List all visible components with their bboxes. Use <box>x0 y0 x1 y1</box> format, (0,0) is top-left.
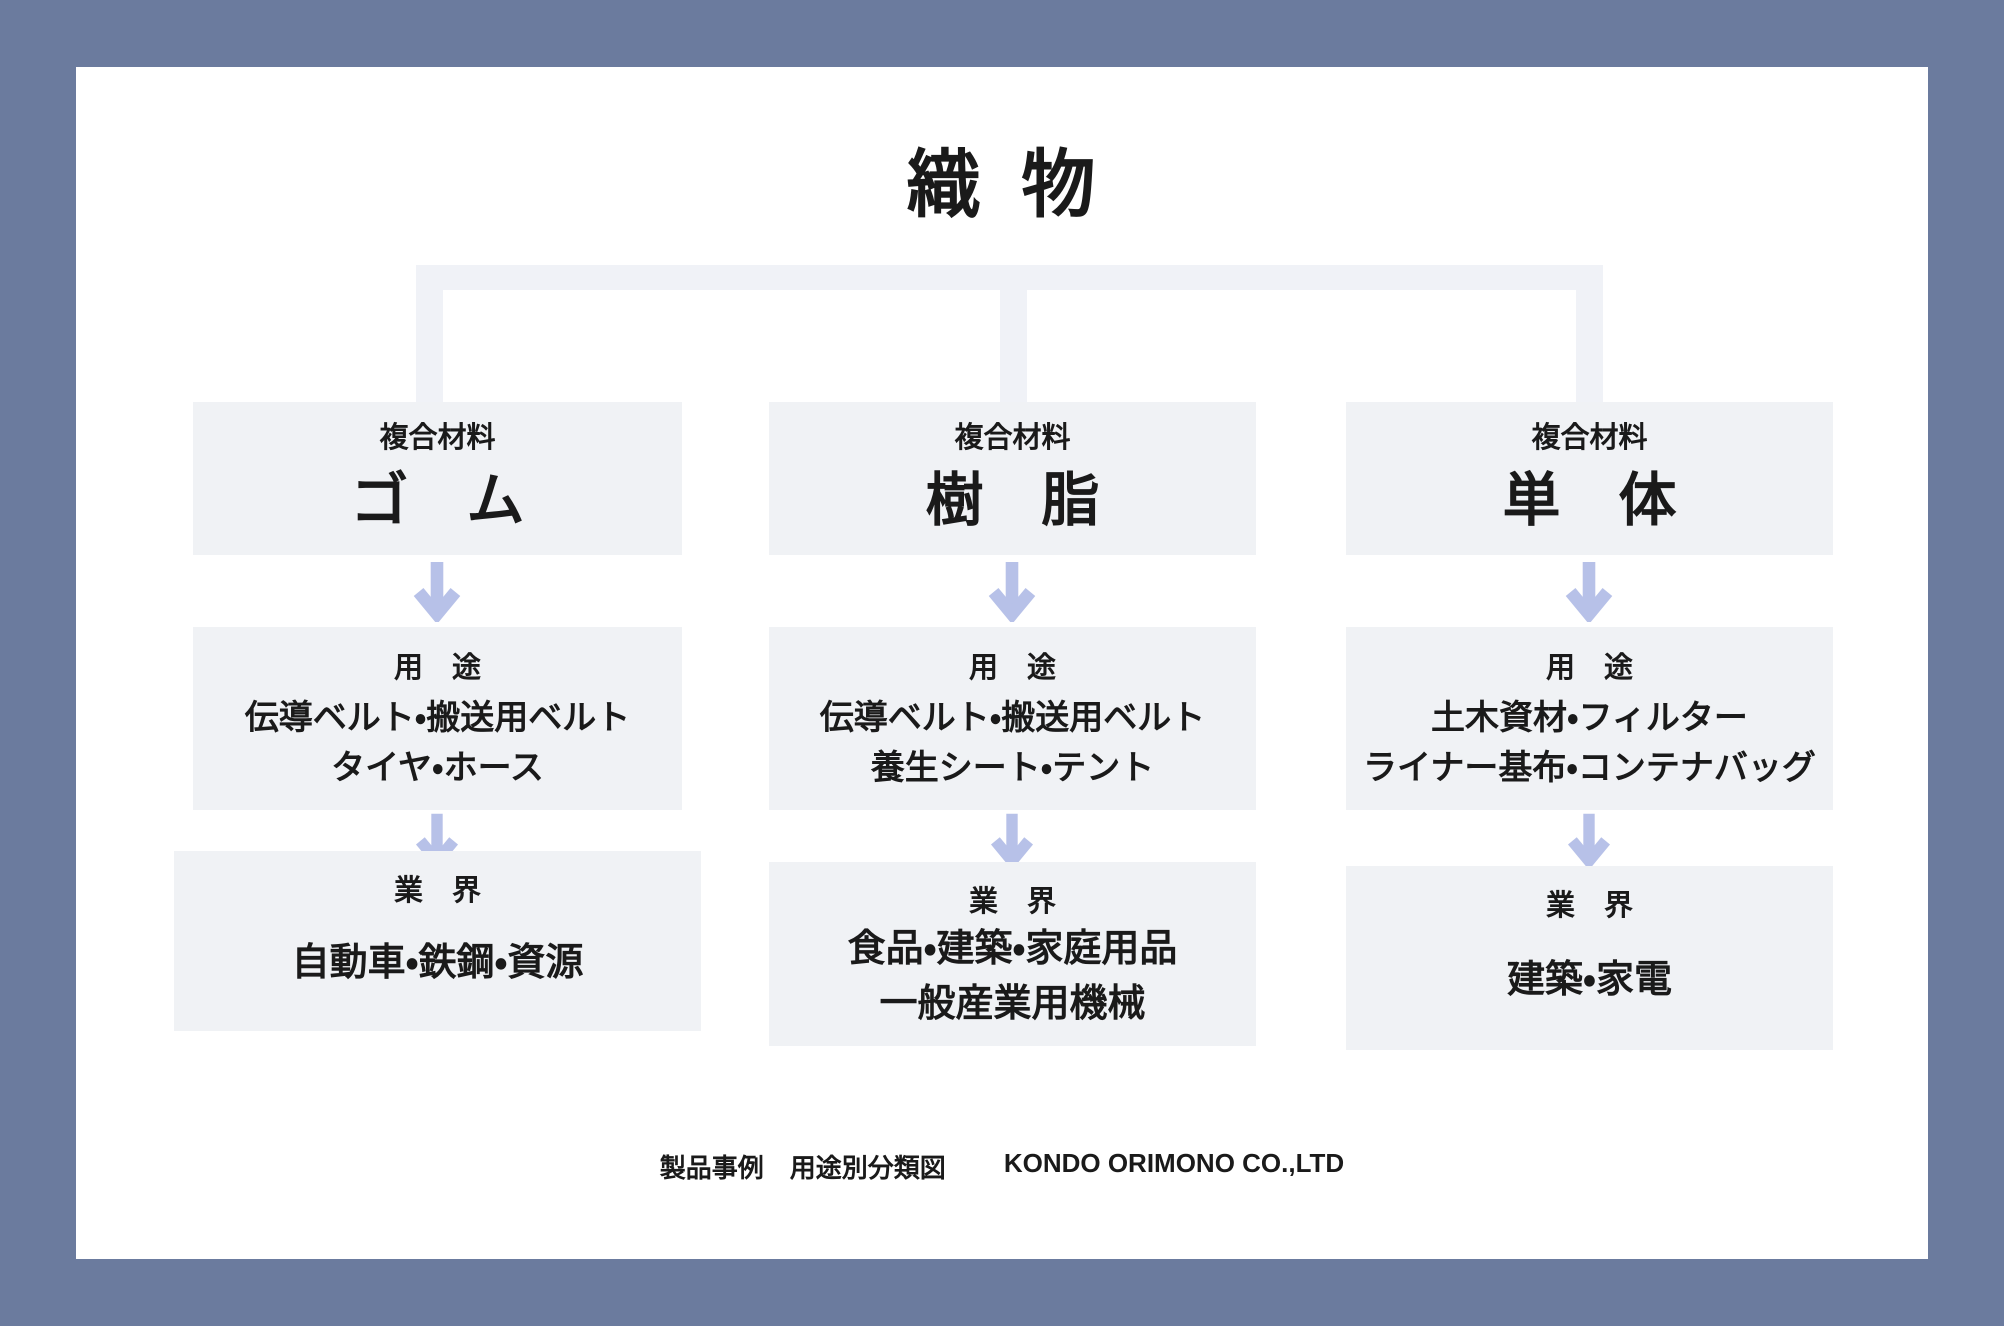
usage-line: 伝導ベルト・搬送用ベルト <box>244 698 631 737</box>
down-arrow-icon <box>1565 561 1613 622</box>
material-box-rubber: 複合材料 ゴ ム <box>193 402 682 555</box>
connector-vertical-line-middle <box>1000 265 1027 402</box>
usage-box-rubber: 用 途 伝導ベルト・搬送用ベルト タイヤ・ホース <box>193 627 682 810</box>
material-category-label: 複合材料 <box>954 422 1071 454</box>
industry-body: 食品・建築・家庭用品 一般産業用機械 <box>769 917 1256 1046</box>
usage-label: 用 途 <box>393 652 481 684</box>
industry-box-rubber: 業 界 自動車・鉄鋼・資源 <box>174 851 701 1031</box>
usage-line: ライナー基布・コンテナバッグ <box>1363 748 1816 787</box>
connector-vertical-line-left <box>416 265 443 402</box>
material-box-single: 複合材料 単 体 <box>1346 402 1833 555</box>
industry-body: 自動車・鉄鋼・資源 <box>174 906 701 1031</box>
material-body: ゴ ム <box>193 453 682 555</box>
usage-label: 用 途 <box>968 652 1056 684</box>
industry-box-resin: 業 界 食品・建築・家庭用品 一般産業用機械 <box>769 862 1256 1046</box>
usage-body: 伝導ベルト・搬送用ベルト 養生シート・テント <box>769 683 1256 810</box>
material-box-resin: 複合材料 樹 脂 <box>769 402 1256 555</box>
industry-line: 食品・建築・家庭用品 <box>847 927 1178 970</box>
industry-line: 建築・家電 <box>1507 959 1672 1001</box>
material-category-label: 複合材料 <box>379 422 496 454</box>
material-body: 単 体 <box>1346 453 1833 555</box>
material-body: 樹 脂 <box>769 453 1256 555</box>
material-name: 単 体 <box>1502 468 1677 533</box>
usage-label: 用 途 <box>1545 652 1633 684</box>
material-name: ゴ ム <box>350 468 525 533</box>
usage-line: 養生シート・テント <box>870 748 1155 787</box>
down-arrow-icon <box>1567 813 1611 868</box>
connector-vertical-line-right <box>1576 265 1603 402</box>
diagram-title: 織 物 <box>906 143 1098 226</box>
usage-line: 伝導ベルト・搬送用ベルト <box>819 698 1206 737</box>
industry-line: 自動車・鉄鋼・資源 <box>291 942 584 984</box>
usage-line: タイヤ・ホース <box>331 748 544 787</box>
usage-body: 伝導ベルト・搬送用ベルト タイヤ・ホース <box>193 683 682 810</box>
usage-box-resin: 用 途 伝導ベルト・搬送用ベルト 養生シート・テント <box>769 627 1256 810</box>
material-name: 樹 脂 <box>925 468 1100 533</box>
industry-label: 業 界 <box>393 875 481 907</box>
usage-box-single: 用 途 土木資材・フィルター ライナー基布・コンテナバッグ <box>1346 627 1833 810</box>
material-category-label: 複合材料 <box>1531 422 1648 454</box>
footer-company: KONDO ORIMONO CO.,LTD <box>1003 1148 1345 1178</box>
slide-page: 織 物 複合材料 ゴ ム 用 途 伝導ベルト・搬送用ベルト タイヤ・ホース 業 … <box>76 67 1928 1259</box>
industry-label: 業 界 <box>1545 890 1633 922</box>
usage-body: 土木資材・フィルター ライナー基布・コンテナバッグ <box>1346 683 1833 810</box>
down-arrow-icon <box>413 561 461 622</box>
industry-box-single: 業 界 建築・家電 <box>1346 866 1833 1050</box>
down-arrow-icon <box>990 813 1034 868</box>
industry-label: 業 界 <box>968 886 1056 918</box>
industry-body: 建築・家電 <box>1346 921 1833 1050</box>
industry-line: 一般産業用機械 <box>879 982 1146 1025</box>
footer: 製品事例 用途別分類図 KONDO ORIMONO CO.,LTD <box>76 1148 1928 1185</box>
down-arrow-icon <box>988 561 1036 622</box>
usage-line: 土木資材・フィルター <box>1431 698 1748 737</box>
footer-caption: 製品事例 用途別分類図 <box>659 1153 946 1183</box>
